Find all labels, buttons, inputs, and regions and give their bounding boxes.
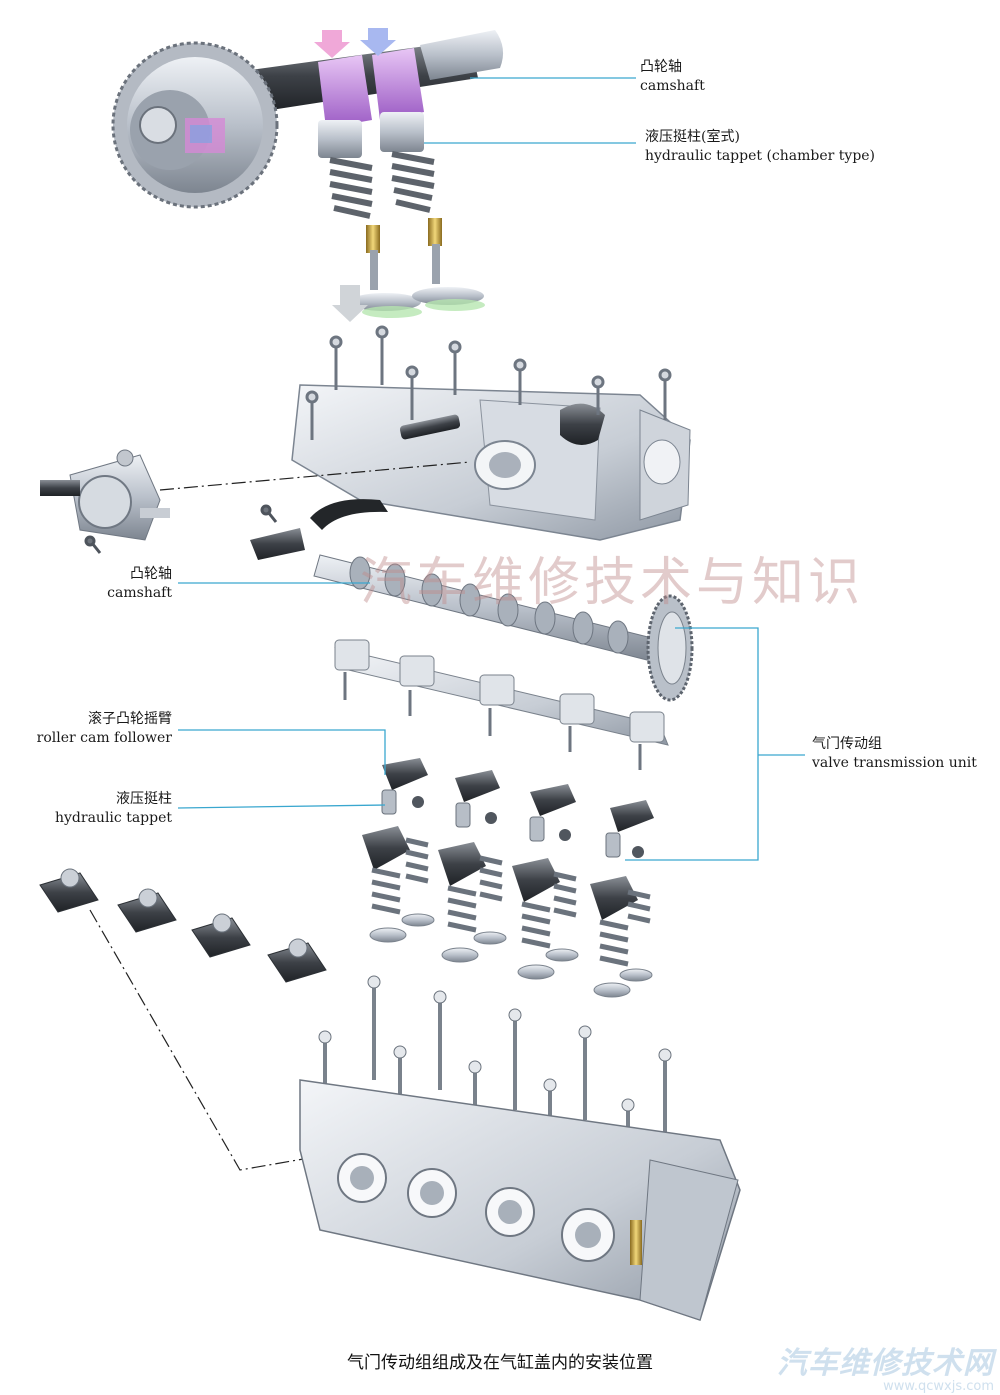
label-tappet-top-zh: 液压挺柱(室式) bbox=[645, 129, 740, 145]
label-camshaft-mid-zh: 凸轮轴 bbox=[130, 566, 172, 582]
injectors bbox=[39, 868, 327, 983]
label-roller-follower-en: roller cam follower bbox=[36, 730, 172, 746]
camshaft-middle bbox=[313, 554, 694, 702]
cylinder-head bbox=[299, 975, 741, 1321]
top-camshaft-assembly bbox=[111, 28, 504, 322]
brand-name: 汽车维修技术网 bbox=[777, 1346, 994, 1381]
valve-train-components bbox=[362, 758, 654, 998]
label-hydraulic-tappet: 液压挺柱 hydraulic tappet bbox=[32, 790, 172, 828]
label-camshaft-mid-en: camshaft bbox=[107, 585, 172, 601]
label-camshaft-top-zh: 凸轮轴 bbox=[640, 59, 682, 75]
label-tappet-top: 液压挺柱(室式) hydraulic tappet (chamber type) bbox=[645, 128, 875, 166]
figure-caption: 气门传动组组成及在气缸盖内的安装位置 bbox=[347, 1353, 653, 1373]
label-hydraulic-tappet-en: hydraulic tappet bbox=[55, 810, 172, 826]
label-valve-unit: 气门传动组 valve transmission unit bbox=[812, 735, 977, 773]
label-camshaft-mid: 凸轮轴 camshaft bbox=[72, 565, 172, 603]
label-valve-unit-en: valve transmission unit bbox=[812, 755, 977, 771]
label-roller-follower-zh: 滚子凸轮摇臂 bbox=[88, 711, 172, 727]
fuel-pump bbox=[40, 449, 388, 560]
label-camshaft-top: 凸轮轴 camshaft bbox=[640, 58, 705, 96]
camshaft-housing bbox=[291, 325, 691, 541]
leader-lines bbox=[177, 77, 805, 861]
bearing-frame bbox=[334, 639, 669, 770]
label-valve-unit-zh: 气门传动组 bbox=[812, 736, 882, 752]
watermark-text: 汽车维修技术与知识 bbox=[360, 553, 865, 613]
label-camshaft-top-en: camshaft bbox=[640, 78, 705, 94]
label-roller-follower: 滚子凸轮摇臂 roller cam follower bbox=[12, 710, 172, 748]
connector-lines bbox=[89, 461, 471, 1171]
label-tappet-top-en: hydraulic tappet (chamber type) bbox=[645, 148, 876, 164]
label-hydraulic-tappet-zh: 液压挺柱 bbox=[116, 791, 172, 807]
brand-logo: 汽车维修技术网 www.qcwxjs.com bbox=[777, 1348, 994, 1394]
brand-url: www.qcwxjs.com bbox=[883, 1379, 994, 1394]
